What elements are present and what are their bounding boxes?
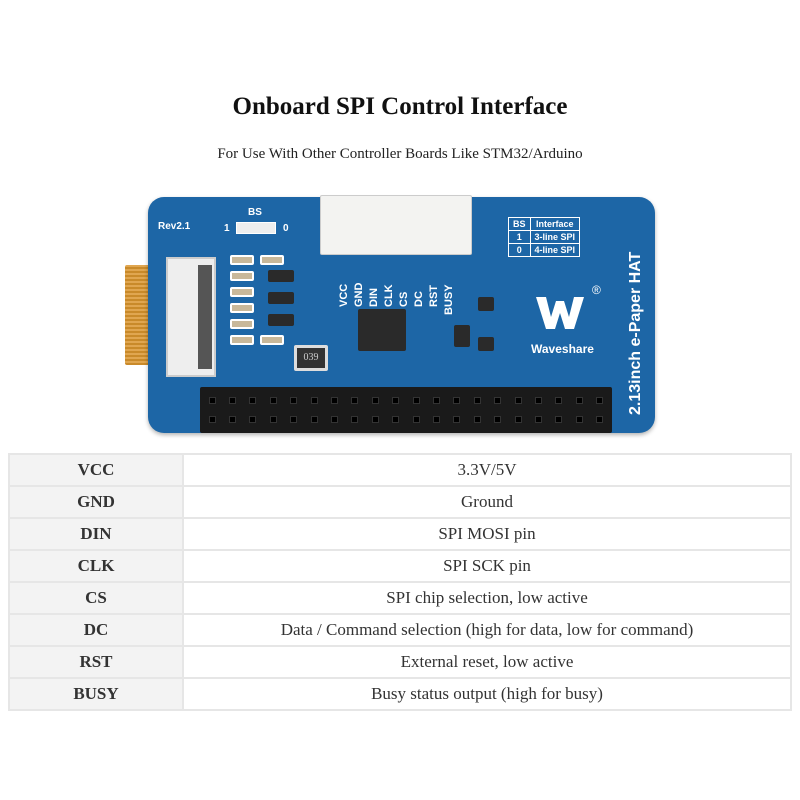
- page-title: Onboard SPI Control Interface: [232, 93, 568, 120]
- fpc-connector: [166, 257, 216, 377]
- pin-name: CS: [8, 581, 184, 615]
- resistor: [230, 303, 254, 313]
- pin-description: Data / Command selection (high for data,…: [182, 613, 792, 647]
- pin-name: DIN: [8, 517, 184, 551]
- resistor: [230, 271, 254, 281]
- pin-description: SPI SCK pin: [182, 549, 792, 583]
- pin-connector: [320, 195, 472, 255]
- bs-header: BS: [508, 217, 531, 231]
- waveshare-logo-icon: [536, 297, 584, 329]
- driver-ic: [358, 309, 406, 351]
- capacitor: [260, 335, 284, 345]
- bs-jumper: [236, 222, 276, 234]
- bs-label: BS: [248, 207, 262, 218]
- gpio-pin-header: [200, 387, 612, 433]
- pin-label-din: DIN: [368, 288, 380, 307]
- interface-header: Interface: [529, 217, 581, 231]
- pin-description: 3.3V/5V: [182, 453, 792, 487]
- resistor: [230, 287, 254, 297]
- pin-name: DC: [8, 613, 184, 647]
- pin-name: BUSY: [8, 677, 184, 711]
- brand-label: Waveshare: [531, 342, 594, 356]
- pin-name: GND: [8, 485, 184, 519]
- resistor: [230, 255, 254, 265]
- epaper-hat-board: Rev2.1 BS 1 0 VCC GND DIN CLK CS DC RST …: [148, 195, 655, 433]
- resistor: [230, 335, 254, 345]
- pin-description: SPI chip selection, low active: [182, 581, 792, 615]
- page-subtitle: For Use With Other Controller Boards Lik…: [217, 146, 583, 162]
- pin-label-rst: RST: [428, 285, 440, 307]
- revision-label: Rev2.1: [158, 221, 191, 232]
- pin-label-gnd: GND: [353, 282, 365, 307]
- resistor: [230, 319, 254, 329]
- pin-label-busy: BUSY: [443, 284, 455, 315]
- bs-0-label: 0: [283, 223, 289, 234]
- registered-mark: ®: [592, 283, 601, 297]
- capacitor: [260, 255, 284, 265]
- pin-name: RST: [8, 645, 184, 679]
- pin-name: CLK: [8, 549, 184, 583]
- pin-label-vcc: VCC: [338, 283, 350, 307]
- interface-value: 3-line SPI: [529, 230, 581, 244]
- transistor: [268, 314, 294, 326]
- pin-name: VCC: [8, 453, 184, 487]
- pin-description: Ground: [182, 485, 792, 519]
- interface-value: 4-line SPI: [529, 243, 581, 257]
- transistor: [268, 292, 294, 304]
- product-name-label: 2.13inch e-Paper HAT: [627, 251, 644, 415]
- bs-value: 0: [508, 243, 531, 257]
- pin-label-clk: CLK: [383, 284, 395, 307]
- bs-value: 1: [508, 230, 531, 244]
- pin-label-cs: CS: [398, 291, 410, 307]
- inductor: 039: [294, 345, 328, 371]
- pin-label-dc: DC: [413, 291, 425, 307]
- pin-description: External reset, low active: [182, 645, 792, 679]
- transistor: [478, 337, 494, 351]
- regulator-chip: [454, 325, 470, 347]
- transistor: [478, 297, 494, 311]
- bs-1-label: 1: [224, 223, 230, 234]
- transistor: [268, 270, 294, 282]
- pin-description: Busy status output (high for busy): [182, 677, 792, 711]
- pin-description: SPI MOSI pin: [182, 517, 792, 551]
